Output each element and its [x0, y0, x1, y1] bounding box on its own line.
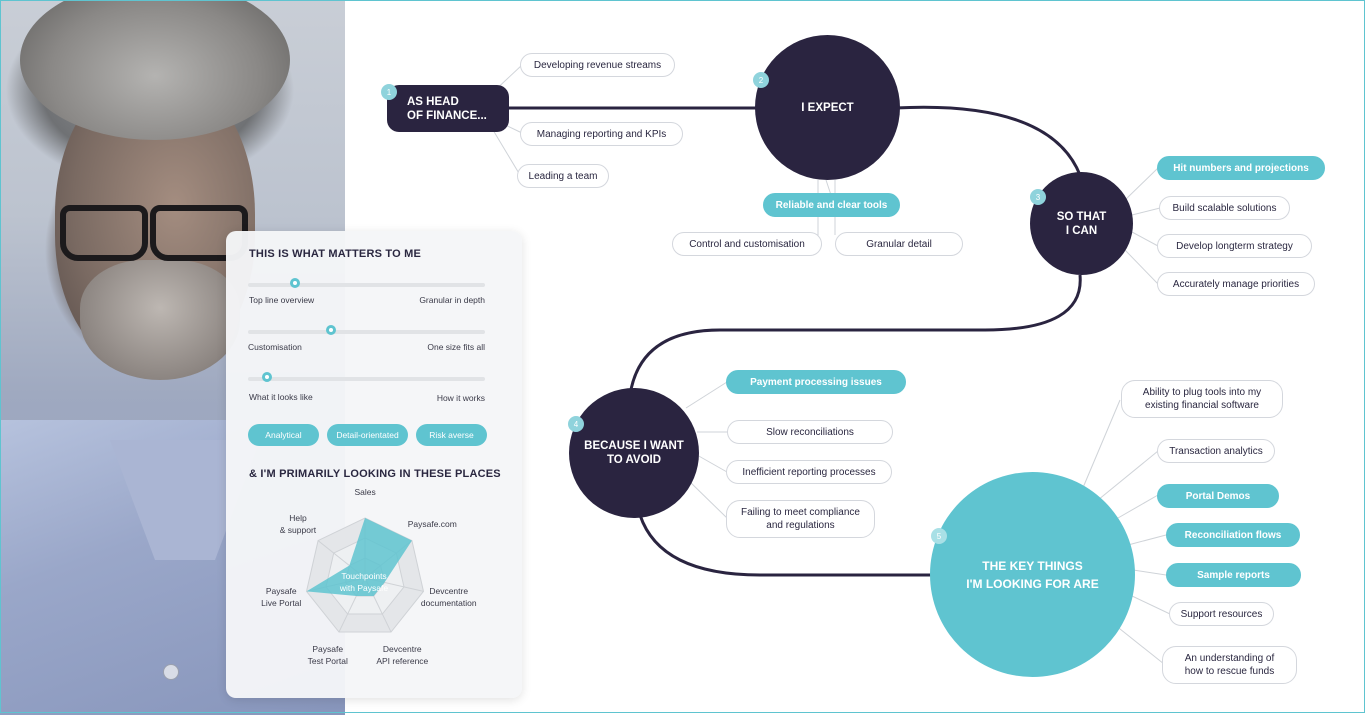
step-3-node: SO THAT I CAN	[1030, 172, 1133, 275]
tag-portal-demos: Portal Demos	[1157, 484, 1279, 508]
card-title: THIS IS WHAT MATTERS TO ME	[249, 248, 422, 260]
tag-slow-reconciliations: Slow reconciliations	[727, 420, 893, 444]
slider-customisation[interactable]	[248, 325, 485, 335]
step-3-number: 3	[1030, 189, 1046, 205]
step-4-node: BECAUSE I WANT TO AVOID	[569, 388, 699, 518]
tag-support-resources: Support resources	[1169, 602, 1274, 626]
tag-leading-team: Leading a team	[517, 164, 609, 188]
slider-2-left: Customisation	[248, 342, 302, 352]
tag-hit-numbers: Hit numbers and projections	[1157, 156, 1325, 180]
radar-axis-label: Devcentre API reference	[376, 644, 429, 667]
places-title: & I'M PRIMARILY LOOKING IN THESE PLACES	[249, 468, 501, 480]
tag-develop-strategy: Develop longterm strategy	[1157, 234, 1312, 258]
step-2-node: I EXPECT	[755, 35, 900, 180]
tag-granular-detail: Granular detail	[835, 232, 963, 256]
tag-reconciliation-flows: Reconciliation flows	[1166, 523, 1300, 547]
step-2-number: 2	[753, 72, 769, 88]
radar-area	[306, 518, 412, 597]
beard	[80, 260, 240, 380]
path-3-4	[628, 274, 1082, 396]
path-4-5	[638, 514, 935, 577]
tag-payment-issues: Payment processing issues	[726, 370, 906, 394]
tag-inefficient-reporting: Inefficient reporting processes	[726, 460, 892, 484]
slider-thumb[interactable]	[290, 278, 301, 288]
radar-axis-label: Paysafe.com	[407, 519, 457, 530]
touchpoints-radar-chart	[305, 517, 425, 633]
tag-manage-priorities: Accurately manage priorities	[1157, 272, 1315, 296]
tag-plug-tools: Ability to plug tools into my existing f…	[1121, 380, 1283, 418]
hair	[20, 0, 290, 140]
trait-pill: Analytical	[248, 424, 319, 446]
tag-developing-revenue: Developing revenue streams	[520, 53, 675, 77]
tag-reliable-tools: Reliable and clear tools	[763, 193, 900, 217]
radar-axis-label: Paysafe Live Portal	[261, 586, 302, 609]
slider-2-right: One size fits all	[427, 342, 485, 352]
radar-axis-label: Devcentre documentation	[420, 586, 477, 609]
radar-center-label: Touchpoints with Paysafe	[339, 571, 389, 593]
radar-axis-label: Paysafe Test Portal	[307, 644, 348, 667]
tag-transaction-analytics: Transaction analytics	[1157, 439, 1275, 463]
step-1-node: AS HEAD OF FINANCE...	[387, 85, 509, 132]
tag-rescue-funds: An understanding of how to rescue funds	[1162, 646, 1297, 684]
slider-overview[interactable]	[248, 278, 485, 288]
what-matters-card: THIS IS WHAT MATTERS TO ME Top line over…	[226, 231, 522, 698]
step-4-number: 4	[568, 416, 584, 432]
slider-1-right: Granular in depth	[419, 295, 485, 305]
shirt-button	[163, 664, 179, 680]
tag-compliance: Failing to meet compliance and regulatio…	[726, 500, 875, 538]
radar-axis-label: Sales	[354, 487, 376, 497]
tag-sample-reports: Sample reports	[1166, 563, 1301, 587]
trait-pill: Risk averse	[416, 424, 487, 446]
tag-managing-reporting: Managing reporting and KPIs	[520, 122, 683, 146]
step-5-node: THE KEY THINGS I'M LOOKING FOR ARE	[930, 472, 1135, 677]
tag-build-scalable: Build scalable solutions	[1159, 196, 1290, 220]
slider-3-right: How it works	[436, 393, 485, 403]
slider-looks[interactable]	[248, 372, 485, 382]
slider-1-left: Top line overview	[249, 295, 315, 305]
step-5-number: 5	[931, 528, 947, 544]
person-photo	[0, 0, 345, 715]
trait-pill: Detail-orientated	[327, 424, 408, 446]
path-2-3	[894, 105, 1082, 176]
tag-control-customisation: Control and customisation	[672, 232, 822, 256]
slider-3-left: What it looks like	[249, 392, 313, 402]
step-1-number: 1	[381, 84, 397, 100]
slider-thumb[interactable]	[325, 325, 336, 335]
glasses-left-lens	[60, 205, 148, 261]
radar-axis-label: Help & support	[279, 513, 317, 536]
slider-thumb[interactable]	[261, 372, 272, 382]
